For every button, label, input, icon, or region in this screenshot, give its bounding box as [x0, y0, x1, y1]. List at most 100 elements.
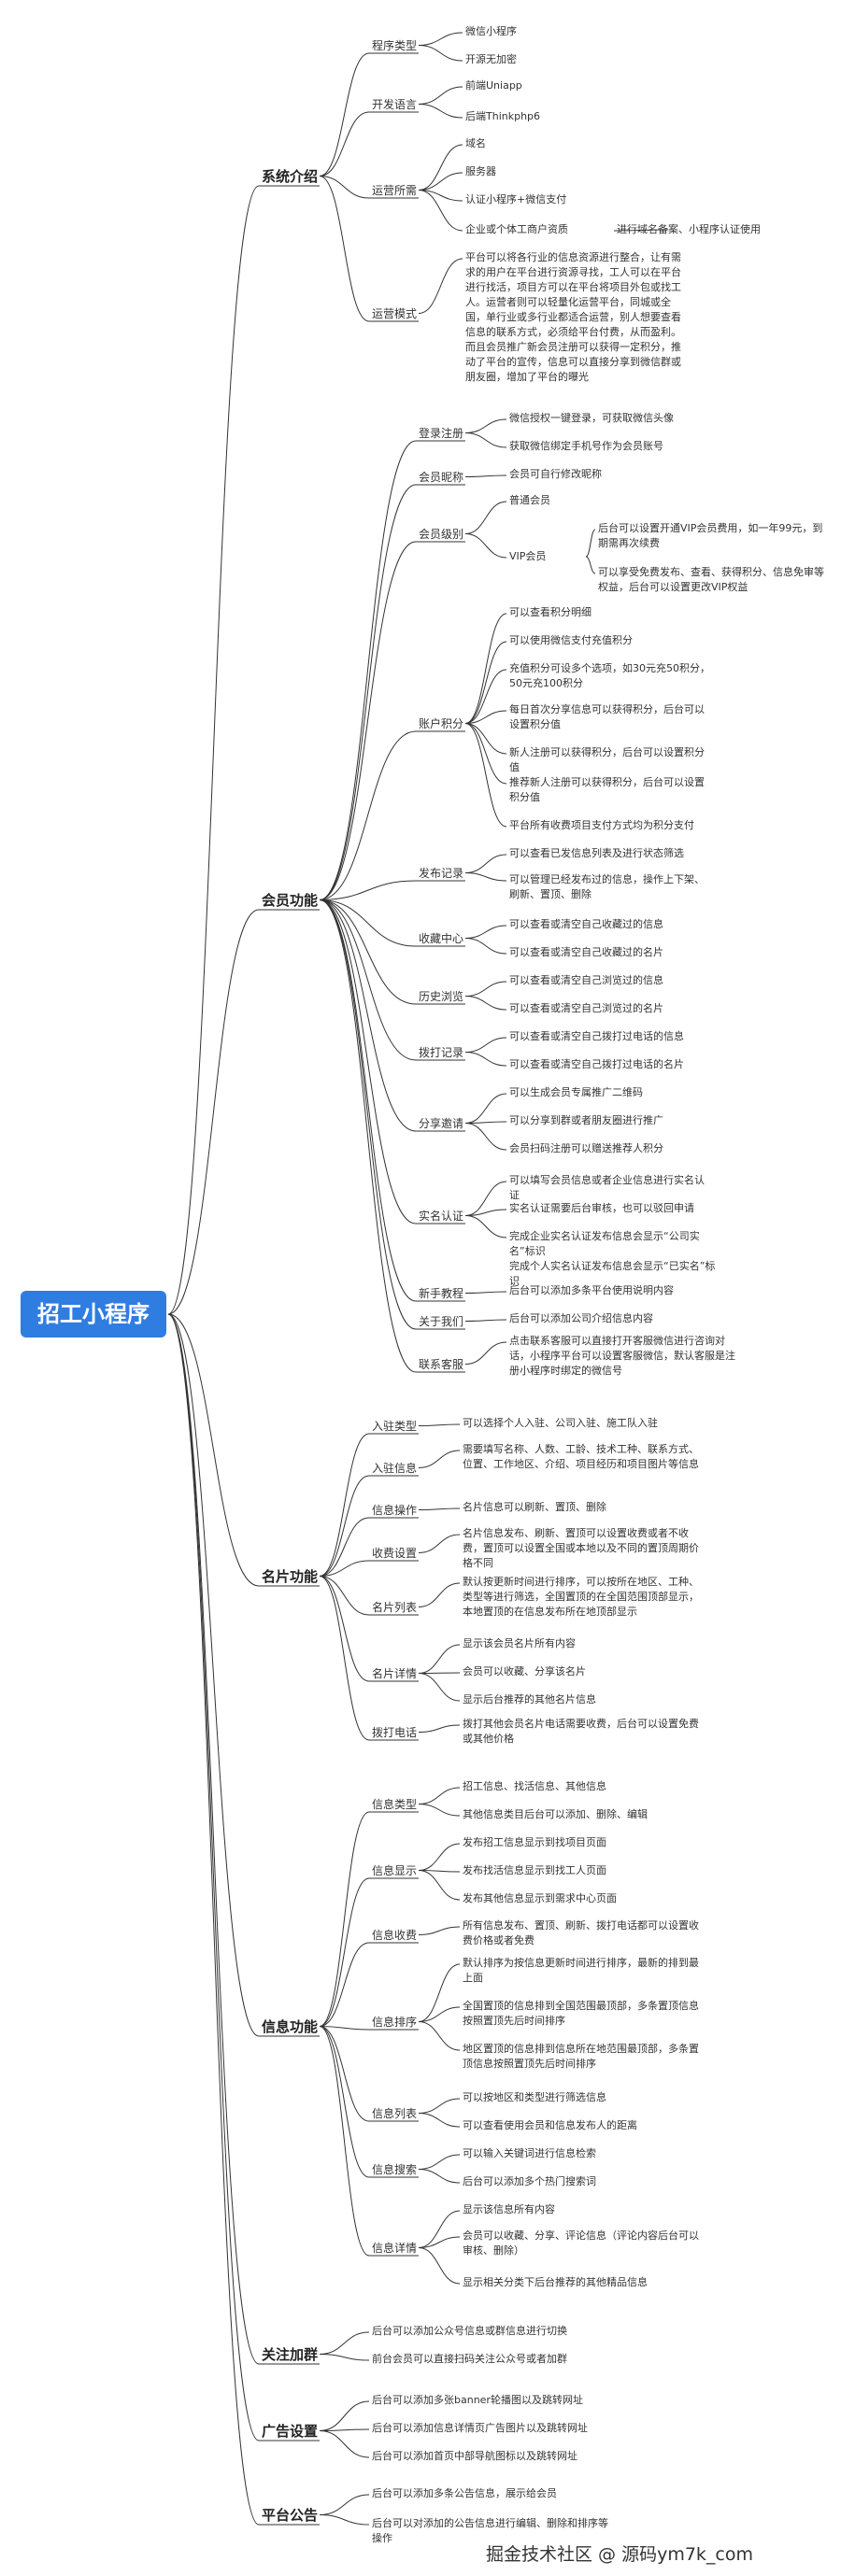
connector — [418, 2154, 461, 2170]
connector — [418, 1870, 461, 1873]
connector — [319, 176, 370, 322]
connector — [464, 1181, 507, 1216]
connector — [319, 1877, 370, 2027]
connector — [319, 2026, 370, 2178]
connector — [464, 981, 507, 997]
connector — [319, 1576, 370, 1616]
node-share-invite: 分享邀请 — [419, 1117, 464, 1130]
node-account-points: 账户积分 — [419, 717, 464, 730]
leaf: 开源无加密 — [465, 53, 517, 65]
section-member-features: 会员功能 — [262, 892, 319, 909]
node-real-name: 实名认证 — [419, 1210, 464, 1223]
connector — [464, 1341, 507, 1365]
leaf: 发布其他信息显示到需求中心页面 — [463, 1892, 617, 1904]
node-info-sort: 信息排序 — [372, 2016, 418, 2029]
node-member-level: 会员级别 — [419, 528, 464, 541]
leaf: 会员可自行修改昵称 — [509, 468, 602, 480]
node-history: 历史浏览 — [419, 990, 464, 1003]
leaf: 发布找活信息显示到找工人页面 — [463, 1864, 606, 1876]
connector — [319, 2026, 370, 2257]
node-operation-mode: 运营模式 — [372, 307, 418, 320]
leaf: 可以按地区和类型进行筛选信息 — [463, 2091, 606, 2103]
connector — [319, 176, 370, 199]
root-node: 招工小程序 — [21, 1291, 166, 1338]
leaf: 后台可以添加多张banner轮播图以及跳转网址 — [372, 2394, 583, 2406]
node-fee-setting: 收费设置 — [372, 1547, 418, 1560]
connector — [319, 2400, 370, 2431]
connector — [418, 104, 463, 119]
connector — [319, 730, 417, 900]
leaf: 显示该信息所有内容 — [463, 2203, 555, 2215]
section-info-features: 信息功能 — [262, 2018, 319, 2035]
connector — [464, 925, 507, 939]
connector — [464, 669, 507, 724]
leaf: 显示相关分类下后台推荐的其他精品信息 — [463, 2276, 648, 2288]
leaf: 全国置顶的信息排到全国范围最顶部，多条置顶信息按照置顶先后时间排序 — [463, 2000, 699, 2027]
connector — [319, 2026, 370, 2031]
connector — [319, 1811, 370, 2027]
connector — [418, 45, 463, 62]
connector — [418, 1534, 461, 1553]
connector — [464, 723, 507, 755]
connector — [418, 1644, 461, 1674]
connector — [319, 2514, 370, 2526]
leaf: 前台会员可以直接扫码关注公众号或者加群 — [372, 2353, 567, 2365]
connector — [418, 1787, 461, 1805]
leaf: 默认排序为按信息更新时间进行排序，最新的排到最上面 — [463, 1957, 699, 1984]
leaf: 发布招工信息显示到找项目页面 — [463, 1836, 606, 1848]
leaf: 名片信息可以刷新、置顶、删除 — [463, 1501, 606, 1513]
leaf: 可以查看或清空自己收藏过的信息 — [509, 918, 663, 930]
connector — [167, 1313, 260, 2037]
connector — [319, 899, 417, 1132]
node-info-search: 信息搜索 — [372, 2163, 418, 2176]
connector — [319, 880, 417, 900]
connector — [319, 2494, 370, 2515]
connector — [464, 418, 507, 433]
connector — [319, 1517, 370, 1577]
leaf: 地区置顶的信息排到信息所在地范围最顶部，多条置顶信息按照置顶先后时间排序 — [463, 2043, 699, 2070]
connector — [418, 1507, 461, 1510]
connector — [464, 501, 507, 534]
leaf: 可以生成会员专属推广二维码 — [509, 1086, 643, 1098]
leaf: 后台可以设置开通VIP会员费用，如一年99元，到期需再次续费 — [598, 522, 823, 549]
node-call-record: 拨打记录 — [419, 1046, 464, 1059]
connector — [418, 32, 463, 46]
node-publish-record: 发布记录 — [419, 867, 464, 880]
leaf: 后台可以添加首页中部导航图标以及跳转网址 — [372, 2450, 577, 2462]
leaf: 点击联系客服可以直接打开客服微信进行咨询对话，小程序平台可以设置客服微信，默认客… — [509, 1335, 735, 1377]
connector — [464, 1037, 507, 1053]
connector — [319, 899, 417, 1330]
leaf: 名片信息发布、刷新、置顶可以设置收费或者不收费，置顶可以设置全国或本地以及不同的… — [463, 1527, 699, 1569]
leaf: 可以分享到群或者朋友圈进行推广 — [509, 1114, 663, 1126]
section-card-features: 名片功能 — [262, 1568, 319, 1585]
leaf: 可以查看或清空自己浏览过的名片 — [509, 1002, 663, 1014]
leaf: 需要填写名称、人数、工龄、技术工种、联系方式、位置、工作地区、介绍、项目经历和项… — [463, 1443, 699, 1470]
connector — [464, 1052, 507, 1067]
connector — [464, 613, 507, 724]
leaf: 后台可以添加信息详情页广告图片以及跳转网址 — [372, 2422, 588, 2434]
leaf: 新人注册可以获得积分，后台可以设置积分值 — [509, 746, 705, 773]
connector — [418, 2098, 461, 2114]
connector — [464, 1121, 507, 1124]
node-info-ops: 信息操作 — [372, 1504, 418, 1517]
node-customer-service: 联系客服 — [419, 1358, 464, 1371]
connector — [319, 2430, 370, 2458]
connector — [319, 1576, 370, 1741]
connector — [319, 899, 417, 1005]
section-follow-group: 关注加群 — [262, 2346, 319, 2363]
connector — [167, 1313, 260, 2365]
connector — [418, 1673, 461, 1702]
connector — [167, 185, 260, 1315]
leaf: 实名认证需要后台审核，也可以驳回申请 — [509, 1202, 694, 1214]
leaf: 其他信息类目后台可以添加、删除、编辑 — [463, 1808, 648, 1820]
connector — [319, 2331, 370, 2355]
leaf: 完成企业实名认证发布信息会显示“公司实名”标识 完成个人实名认证发布信息会显示“… — [509, 1230, 716, 1287]
node-info-fee: 信息收费 — [372, 1929, 418, 1942]
node-info-list: 信息列表 — [372, 2107, 418, 2120]
connector — [464, 710, 507, 724]
node-operation-needs: 运营所需 — [372, 184, 418, 197]
leaf: 可以查看使用会员和信息发布人的距离 — [463, 2119, 637, 2131]
node-make-call: 拨打电话 — [372, 1726, 418, 1739]
connector — [464, 723, 507, 785]
